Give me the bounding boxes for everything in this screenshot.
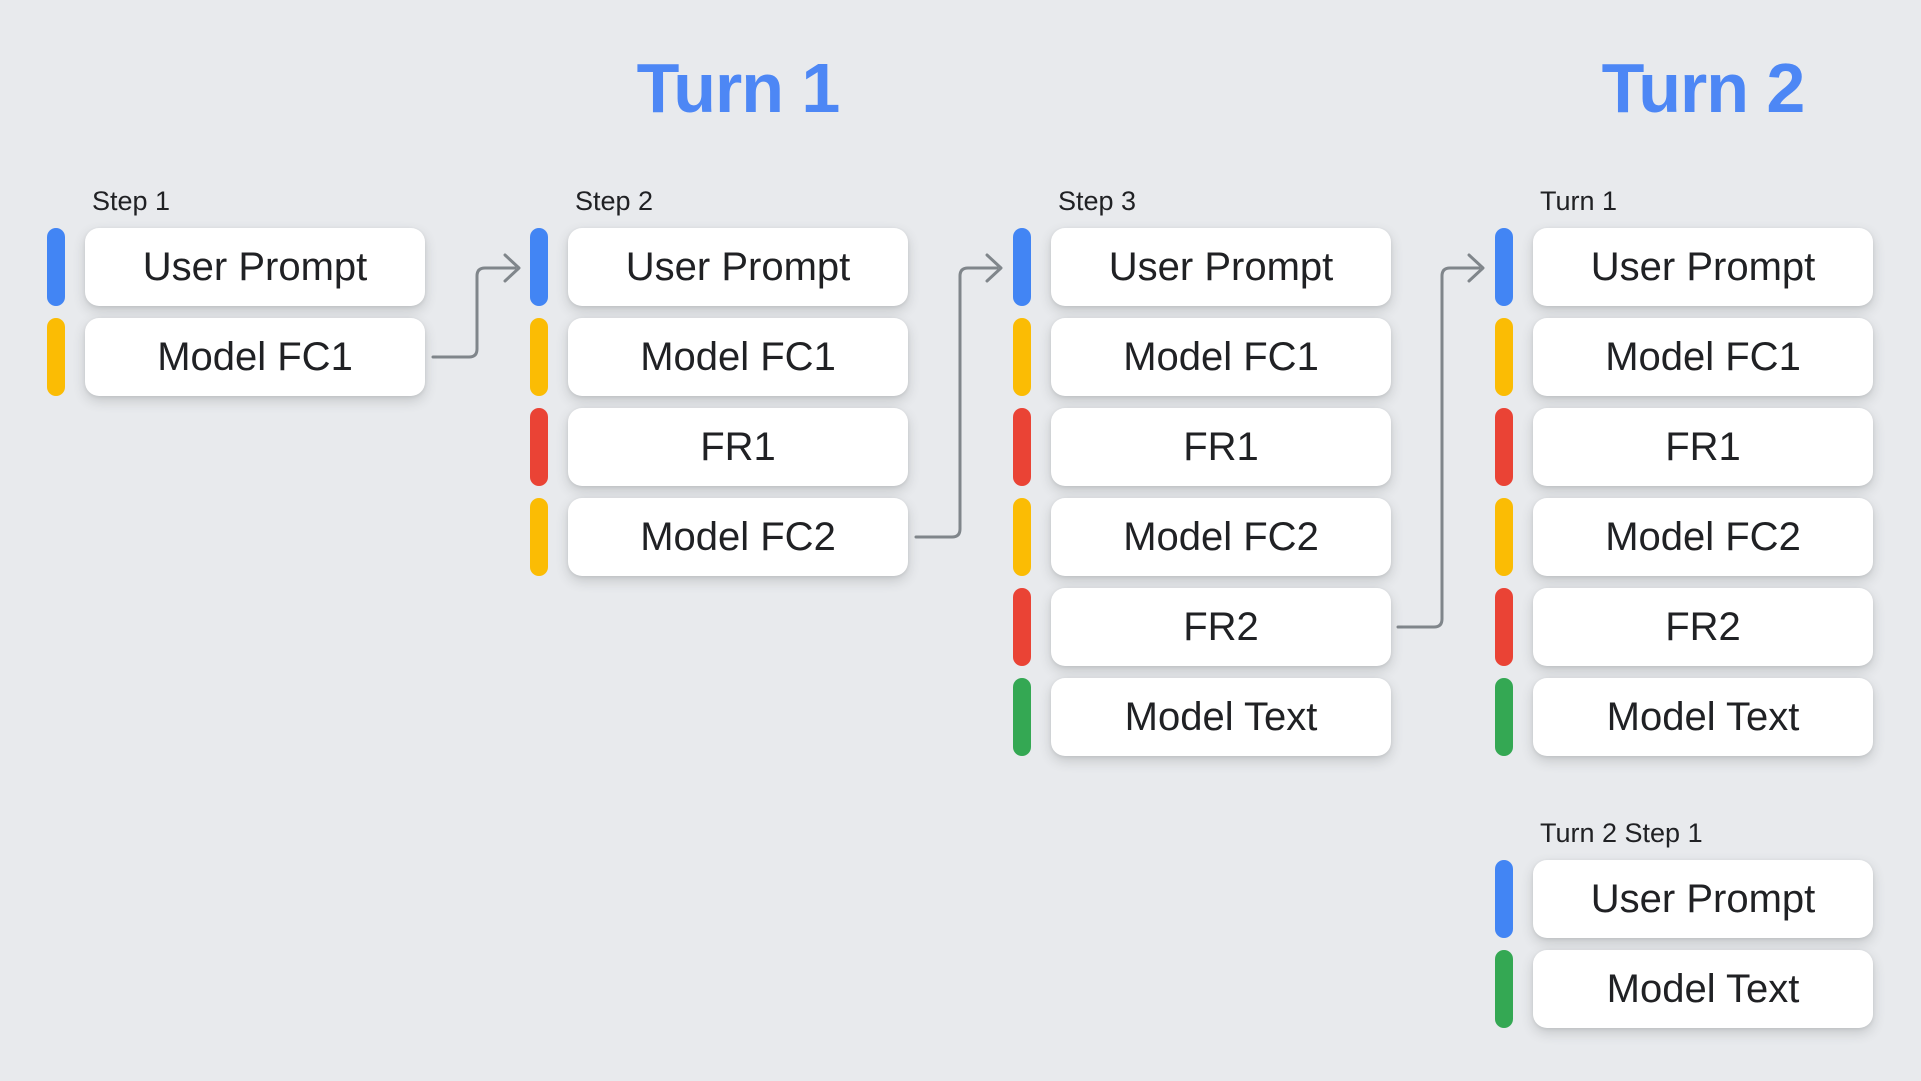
- card-label: Model FC1: [1605, 334, 1801, 379]
- card-row: FR1: [1495, 408, 1873, 486]
- column-label: Step 3: [1058, 186, 1137, 216]
- model-fc-color-bar: [1495, 498, 1513, 576]
- card-label: FR2: [1183, 604, 1259, 649]
- arrowhead-icon: [503, 253, 521, 283]
- card-fr1: FR1: [1051, 408, 1391, 486]
- card-label: Model Text: [1606, 966, 1800, 1011]
- card-row: User Prompt: [1013, 228, 1391, 306]
- model-fc-color-bar: [530, 318, 548, 396]
- card-row: Model FC2: [1013, 498, 1391, 576]
- fr-color-bar: [1013, 588, 1031, 666]
- user-color-bar: [47, 228, 65, 306]
- card-row: User Prompt: [1495, 228, 1873, 306]
- card-model-fc2: Model FC2: [1533, 498, 1873, 576]
- card-label: FR2: [1665, 604, 1741, 649]
- card-model-text: Model Text: [1533, 678, 1873, 756]
- card-stack: User Prompt Model FC1 FR1 Model FC2: [530, 228, 908, 576]
- card-label: Model FC2: [640, 514, 836, 559]
- card-model-fc1: Model FC1: [1533, 318, 1873, 396]
- card-model-text: Model Text: [1051, 678, 1391, 756]
- card-row: Model Text: [1495, 950, 1873, 1028]
- arrow-step2-to-step3: [914, 253, 1003, 539]
- card-row: Model FC1: [530, 318, 908, 396]
- model-fc-color-bar: [1495, 318, 1513, 396]
- card-label: FR1: [1665, 424, 1741, 469]
- column-label: Step 1: [92, 186, 171, 216]
- column-label: Turn 2 Step 1: [1540, 818, 1703, 848]
- card-row: Model FC2: [1495, 498, 1873, 576]
- card-label: Model Text: [1124, 694, 1318, 739]
- card-row: User Prompt: [1495, 860, 1873, 938]
- card-fr2: FR2: [1051, 588, 1391, 666]
- card-label: Model FC2: [1605, 514, 1801, 559]
- user-color-bar: [1495, 228, 1513, 306]
- card-row: FR2: [1495, 588, 1873, 666]
- arrowhead-icon: [985, 253, 1003, 283]
- turn2-header: Turn 2: [1601, 49, 1806, 127]
- card-user-prompt: User Prompt: [1533, 860, 1873, 938]
- card-label: Model Text: [1606, 694, 1800, 739]
- model-fc-color-bar: [1013, 498, 1031, 576]
- card-row: Model Text: [1013, 678, 1391, 756]
- card-stack: User Prompt Model FC1 FR1 Model FC2 FR2 …: [1013, 228, 1391, 756]
- fr-color-bar: [1013, 408, 1031, 486]
- card-model-fc1: Model FC1: [85, 318, 425, 396]
- user-color-bar: [530, 228, 548, 306]
- card-label: FR1: [1183, 424, 1259, 469]
- model-fc-color-bar: [1013, 318, 1031, 396]
- model-text-color-bar: [1495, 678, 1513, 756]
- card-row: FR2: [1013, 588, 1391, 666]
- card-stack: User Prompt Model Text: [1495, 860, 1873, 1028]
- model-text-color-bar: [1013, 678, 1031, 756]
- card-user-prompt: User Prompt: [1051, 228, 1391, 306]
- card-label: Model FC2: [1123, 514, 1319, 559]
- card-model-fc1: Model FC1: [568, 318, 908, 396]
- fr-color-bar: [530, 408, 548, 486]
- model-text-color-bar: [1495, 950, 1513, 1028]
- card-stack: User Prompt Model FC1 FR1 Model FC2 FR2 …: [1495, 228, 1873, 756]
- card-label: User Prompt: [625, 244, 851, 289]
- card-user-prompt: User Prompt: [85, 228, 425, 306]
- card-model-fc2: Model FC2: [1051, 498, 1391, 576]
- card-label: User Prompt: [1108, 244, 1334, 289]
- model-fc-color-bar: [47, 318, 65, 396]
- card-user-prompt: User Prompt: [568, 228, 908, 306]
- card-model-fc2: Model FC2: [568, 498, 908, 576]
- card-label: User Prompt: [1590, 244, 1816, 289]
- card-row: User Prompt: [530, 228, 908, 306]
- card-user-prompt: User Prompt: [1533, 228, 1873, 306]
- card-label: Model FC1: [1123, 334, 1319, 379]
- card-row: Model Text: [1495, 678, 1873, 756]
- card-row: Model FC1: [1013, 318, 1391, 396]
- card-row: FR1: [530, 408, 908, 486]
- column-label: Turn 1: [1540, 186, 1618, 216]
- card-stack: User Prompt Model FC1: [47, 228, 425, 396]
- card-row: Model FC1: [47, 318, 425, 396]
- card-row: Model FC2: [530, 498, 908, 576]
- arrow-step3-to-turn1: [1396, 253, 1485, 629]
- card-fr2: FR2: [1533, 588, 1873, 666]
- card-label: User Prompt: [1590, 876, 1816, 921]
- fr-color-bar: [1495, 408, 1513, 486]
- card-row: Model FC1: [1495, 318, 1873, 396]
- card-label: Model FC1: [640, 334, 836, 379]
- arrowhead-icon: [1467, 253, 1485, 283]
- turn1-header: Turn 1: [636, 49, 841, 127]
- card-label: FR1: [700, 424, 776, 469]
- card-row: FR1: [1013, 408, 1391, 486]
- card-fr1: FR1: [568, 408, 908, 486]
- column-label: Step 2: [575, 186, 654, 216]
- card-label: Model FC1: [157, 334, 353, 379]
- card-model-text: Model Text: [1533, 950, 1873, 1028]
- user-color-bar: [1495, 860, 1513, 938]
- model-fc-color-bar: [530, 498, 548, 576]
- fr-color-bar: [1495, 588, 1513, 666]
- card-fr1: FR1: [1533, 408, 1873, 486]
- card-row: User Prompt: [47, 228, 425, 306]
- card-label: User Prompt: [142, 244, 368, 289]
- arrow-step1-to-step2: [431, 253, 521, 359]
- card-model-fc1: Model FC1: [1051, 318, 1391, 396]
- user-color-bar: [1013, 228, 1031, 306]
